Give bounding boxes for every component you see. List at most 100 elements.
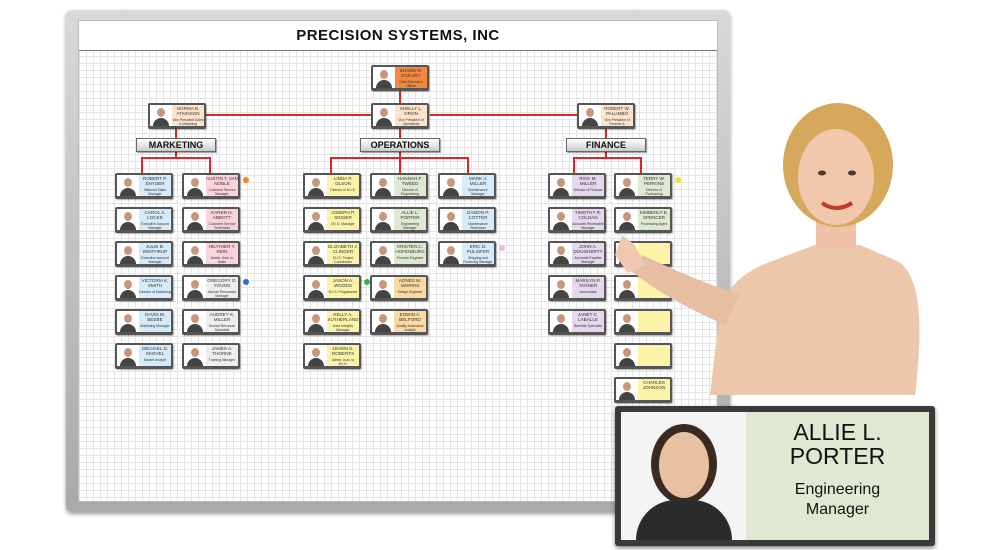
vp-card[interactable]: Shelly L. OronVice President of Operatio…	[371, 103, 429, 129]
card-title: Admin. Asst. to Sales	[210, 256, 234, 264]
card-name: Michael D. Skovel	[141, 346, 169, 356]
employee-card[interactable]: Linda P. OlsonDirector of M.I.S.	[303, 173, 361, 199]
photo-head	[312, 246, 320, 255]
photo-head	[191, 348, 199, 357]
employee-card[interactable]: Kimberly E. SpencerPurchasing Agent	[614, 207, 672, 233]
card-text: Linda P. OlsonDirector of M.I.S.	[327, 175, 359, 196]
employee-card[interactable]: Mark J. MillerMaintenance Manager	[438, 173, 496, 199]
connector-line	[175, 152, 177, 158]
card-name: Norma B. Atkinson	[176, 106, 200, 116]
card-name: Austin T. Van Noble	[206, 176, 238, 186]
photo-body	[619, 392, 635, 400]
employee-card[interactable]: Audrey K. MillerHuman Resource Specialis…	[182, 309, 240, 335]
employee-card[interactable]: Hannah F. TweedDirector of Engineering	[370, 173, 428, 199]
person-photo	[372, 277, 394, 298]
connector-line	[573, 157, 575, 173]
employee-card[interactable]: Allie L. PorterEngineering Manager	[370, 207, 428, 233]
employee-card[interactable]: Julie B. WinthrupExecutive Account Manag…	[115, 241, 173, 267]
person-photo	[117, 243, 139, 264]
employee-card[interactable]: Karen N. AbbottCustomer Service Technici…	[182, 207, 240, 233]
employee-card[interactable]: Janet C. LaballeBenefits Specialist	[548, 309, 606, 335]
card-name: Carol A. Locke	[144, 210, 166, 220]
employee-card[interactable]: Charles Johnson	[614, 377, 672, 403]
employee-card[interactable]: Kristen C. HofenburgProcess Engineer	[370, 241, 428, 267]
employee-card[interactable]: Rick M. MillerDirector of Finance	[548, 173, 606, 199]
photo-body	[553, 222, 569, 230]
person-photo	[117, 277, 139, 298]
card-text	[638, 311, 670, 332]
person-photo	[372, 243, 394, 264]
card-text: Carol A. LockeExecutive Account Manager	[139, 209, 171, 230]
name-plate-last: PORTER	[789, 443, 886, 469]
photo-head	[191, 178, 199, 187]
card-name: Kimberly E. Spencer	[639, 210, 669, 220]
employee-card[interactable]: Damon P. CotterMaintenance Technician	[438, 207, 496, 233]
card-name: Elizabeth J. Clinger	[328, 244, 358, 254]
card-name: Gregory O. Young	[207, 278, 237, 288]
photo-body	[308, 324, 324, 332]
card-text: Shawn R. D'LearyChief Executive Officer	[395, 67, 427, 88]
name-plate-title-1: Engineering	[794, 481, 881, 498]
employee-card[interactable]	[614, 309, 672, 335]
ceo-card[interactable]: Shawn R. D'LearyChief Executive Officer	[371, 65, 429, 91]
chart-title: PRECISION SYSTEMS, INC	[79, 21, 717, 51]
connector-line	[640, 157, 642, 173]
card-title: M.I.S. Programmer	[328, 290, 358, 294]
employee-card[interactable]: Heather T. ReinAdmin. Asst. to Sales	[182, 241, 240, 267]
vp-card[interactable]: Norma B. AtkinsonVice President Sales & …	[148, 103, 206, 129]
card-title: Training Manager	[208, 358, 236, 362]
connector-line	[430, 114, 577, 116]
employee-card[interactable]: Terry W. PerkinsDirector of Purchasing	[614, 173, 672, 199]
photo-body	[308, 358, 324, 366]
photo-head	[623, 280, 631, 289]
employee-card[interactable]: Leann S. RobertsAdmin. Asst. to M.I.S.	[303, 343, 361, 369]
employee-card[interactable]: Michael D. SkovelMarket Analyst	[115, 343, 173, 369]
photo-body	[308, 256, 324, 264]
card-name: Kelly A. Sutherland	[327, 312, 359, 322]
employee-card[interactable]: Edwin A. BelfordQuality Assurance Analys…	[370, 309, 428, 335]
photo-body	[553, 290, 569, 298]
card-name: Hannah F. Tweed	[397, 176, 423, 186]
employee-card[interactable]: Joseph P. SingerM.I.S. Manager	[303, 207, 361, 233]
photo-body	[120, 188, 136, 196]
card-name: Leann S. Roberts	[331, 346, 355, 356]
card-title: Process Engineer	[396, 256, 424, 260]
photo-body	[443, 222, 459, 230]
employee-card[interactable]: Agnes M. MorrisDesign Engineer	[370, 275, 428, 301]
employee-card[interactable]: Elizabeth J. ClingerM.I.S. Project Coord…	[303, 241, 361, 267]
employee-card[interactable]: John A. DoughertyAccounts Payable Manage…	[548, 241, 606, 267]
employee-card[interactable]: Marilyn P. TannerAccountant	[548, 275, 606, 301]
employee-card[interactable]: Victoria K. SmithDirector of Marketing	[115, 275, 173, 301]
status-dot	[499, 245, 505, 251]
employee-card[interactable]: James A. ThorneTraining Manager	[182, 343, 240, 369]
employee-card[interactable]	[614, 343, 672, 369]
person-photo	[616, 311, 638, 332]
photo-head	[379, 246, 387, 255]
card-text: Leann S. RobertsAdmin. Asst. to M.I.S.	[327, 345, 359, 366]
photo-body	[153, 118, 169, 126]
employee-card[interactable]: Austin T. Van NobleCustomer Service Mana…	[182, 173, 240, 199]
employee-card[interactable]: Kelly A. SutherlandData Integrity Manage…	[303, 309, 361, 335]
card-title: National Sales Manager	[144, 188, 166, 196]
employee-card[interactable]: Gregory O. YoungHuman Resources Manager	[182, 275, 240, 301]
photo-head	[191, 212, 199, 221]
employee-card[interactable]: Jason A. WoodsM.I.S. Programmer	[303, 275, 361, 301]
employee-card[interactable]: Timothy R. ColdanAccounts Receivable Man…	[548, 207, 606, 233]
employee-card[interactable]: Eric D. PulsiferShipping and Receiving M…	[438, 241, 496, 267]
employee-card[interactable]: Carol A. LockeExecutive Account Manager	[115, 207, 173, 233]
card-name: Linda P. Olson	[333, 176, 353, 186]
card-name: Allie L. Porter	[400, 210, 420, 220]
photo-head	[623, 348, 631, 357]
photo-head	[191, 280, 199, 289]
person-photo	[372, 175, 394, 196]
person-photo	[305, 243, 327, 264]
card-text: Gregory O. YoungHuman Resources Manager	[206, 277, 238, 298]
status-dot	[243, 279, 249, 285]
vp-card[interactable]: Robert W. PalumboVice President of Finan…	[577, 103, 635, 129]
photo-head	[124, 246, 132, 255]
person-photo	[184, 243, 206, 264]
card-name: Damon P. Cotter	[466, 210, 490, 220]
employee-card[interactable]: Robert P. SnyderNational Sales Manager	[115, 173, 173, 199]
photo-body	[120, 290, 136, 298]
employee-card[interactable]: David M. BeebeMarketing Manager	[115, 309, 173, 335]
